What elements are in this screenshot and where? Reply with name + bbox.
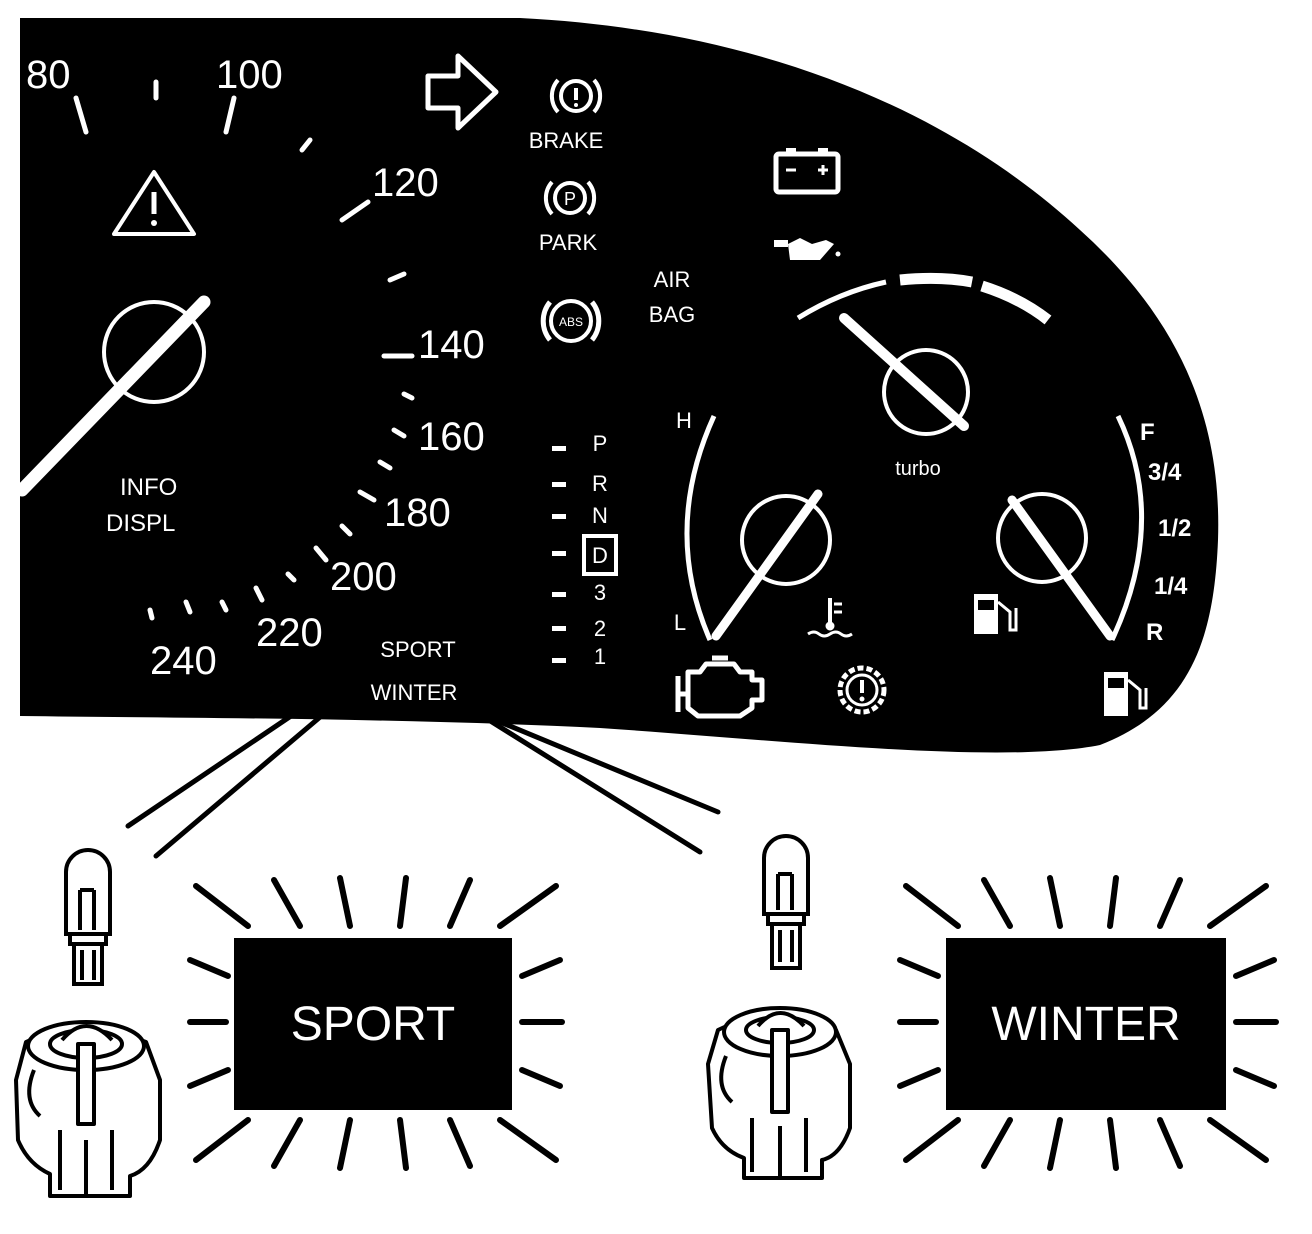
airbag-label-line1: AIR xyxy=(654,267,691,292)
sport-mode-indicator: SPORT xyxy=(380,637,455,662)
park-label: PARK xyxy=(539,230,598,255)
gear-2: 2 xyxy=(594,616,606,641)
gear-selected-box xyxy=(582,534,618,576)
oil-pressure-icon xyxy=(774,238,841,260)
sport-bulb-icon xyxy=(64,848,112,986)
winter-mode-indicator: WINTER xyxy=(371,680,458,705)
fuel-half-label: 1/2 xyxy=(1158,515,1191,542)
coolant-temperature-icon xyxy=(807,598,853,638)
winter-callout-label: WINTER xyxy=(991,998,1180,1051)
winter-bulb-socket-icon xyxy=(706,1006,852,1180)
speed-label-180: 180 xyxy=(384,491,451,535)
sport-callout-label: SPORT xyxy=(291,998,455,1051)
turn-signal-arrow-icon xyxy=(425,53,499,131)
temperature-low-label: L xyxy=(674,610,686,635)
winter-bulb-icon xyxy=(762,834,810,970)
gear-1: 1 xyxy=(594,644,606,669)
speed-label-100: 100 xyxy=(216,53,283,97)
gear-indicator: P R N D 3 2 1 xyxy=(552,431,618,669)
fuel-quarter-label: 1/4 xyxy=(1154,573,1188,600)
winter-callout-panel xyxy=(946,938,1226,1110)
speedometer: 80 100 120 140 160 180 200 220 240 xyxy=(15,53,485,683)
info-display-line2: DISPL xyxy=(106,510,175,537)
airbag-label-line2: BAG xyxy=(649,302,695,327)
temperature-scale-arc xyxy=(684,414,717,641)
temperature-high-label: H xyxy=(676,408,692,433)
gear-d: D xyxy=(592,543,608,568)
brake-warning-icon xyxy=(549,78,603,114)
park-brake-icon: P xyxy=(543,180,597,216)
fuel-gauge-hub xyxy=(996,492,1088,584)
park-symbol: P xyxy=(564,189,576,209)
temperature-gauge-needle xyxy=(711,489,823,641)
speed-label-160: 160 xyxy=(418,415,485,459)
general-warning-icon xyxy=(837,665,887,715)
speedometer-hub xyxy=(102,300,206,404)
sport-callout-panel xyxy=(234,938,512,1110)
abs-icon: ABS xyxy=(540,299,602,343)
sport-glow-rays xyxy=(187,875,565,1171)
speed-label-80: 80 xyxy=(26,53,71,97)
gear-p: P xyxy=(593,431,608,456)
fuel-gauge: F 3/4 1/2 1/4 R xyxy=(974,414,1191,716)
turbo-gauge-needle xyxy=(839,313,969,431)
battery-icon xyxy=(773,148,841,195)
turbo-label: turbo xyxy=(895,458,941,480)
gear-n: N xyxy=(592,503,608,528)
gear-3: 3 xyxy=(594,580,606,605)
brake-label: BRAKE xyxy=(529,128,604,153)
turbo-gauge-hub xyxy=(882,348,970,436)
speed-tick-marks xyxy=(73,79,415,621)
speed-label-220: 220 xyxy=(256,611,323,655)
speed-label-140: 140 xyxy=(418,323,485,367)
hazard-warning-icon xyxy=(112,170,196,236)
check-engine-icon xyxy=(675,655,765,719)
fuel-scale-arc xyxy=(1109,414,1144,642)
speed-label-120: 120 xyxy=(372,161,439,205)
info-display-line1: INFO xyxy=(120,474,177,501)
abs-symbol: ABS xyxy=(559,315,583,329)
winter-callout-leader xyxy=(473,709,721,855)
fuel-pump-icon xyxy=(1104,672,1148,716)
fuel-reserve-label: R xyxy=(1146,619,1163,646)
gear-bars xyxy=(552,446,566,663)
fuel-three-quarter-label: 3/4 xyxy=(1148,459,1182,486)
winter-glow-rays xyxy=(897,875,1279,1171)
speed-label-200: 200 xyxy=(330,555,397,599)
gear-r: R xyxy=(592,471,608,496)
speed-label-240: 240 xyxy=(150,639,217,683)
fuel-gauge-needle xyxy=(1007,495,1115,641)
speedometer-needle xyxy=(15,295,211,497)
instrument-cluster-panel xyxy=(20,18,1219,753)
sport-callout-leader xyxy=(125,661,381,859)
sport-bulb-socket-icon xyxy=(14,1020,162,1198)
fuel-pump-icon xyxy=(974,594,1018,634)
temperature-gauge-hub xyxy=(740,494,832,586)
turbo-gauge: turbo xyxy=(796,272,1052,480)
fuel-full-label: F xyxy=(1140,419,1155,446)
temperature-gauge: H L xyxy=(674,408,853,641)
